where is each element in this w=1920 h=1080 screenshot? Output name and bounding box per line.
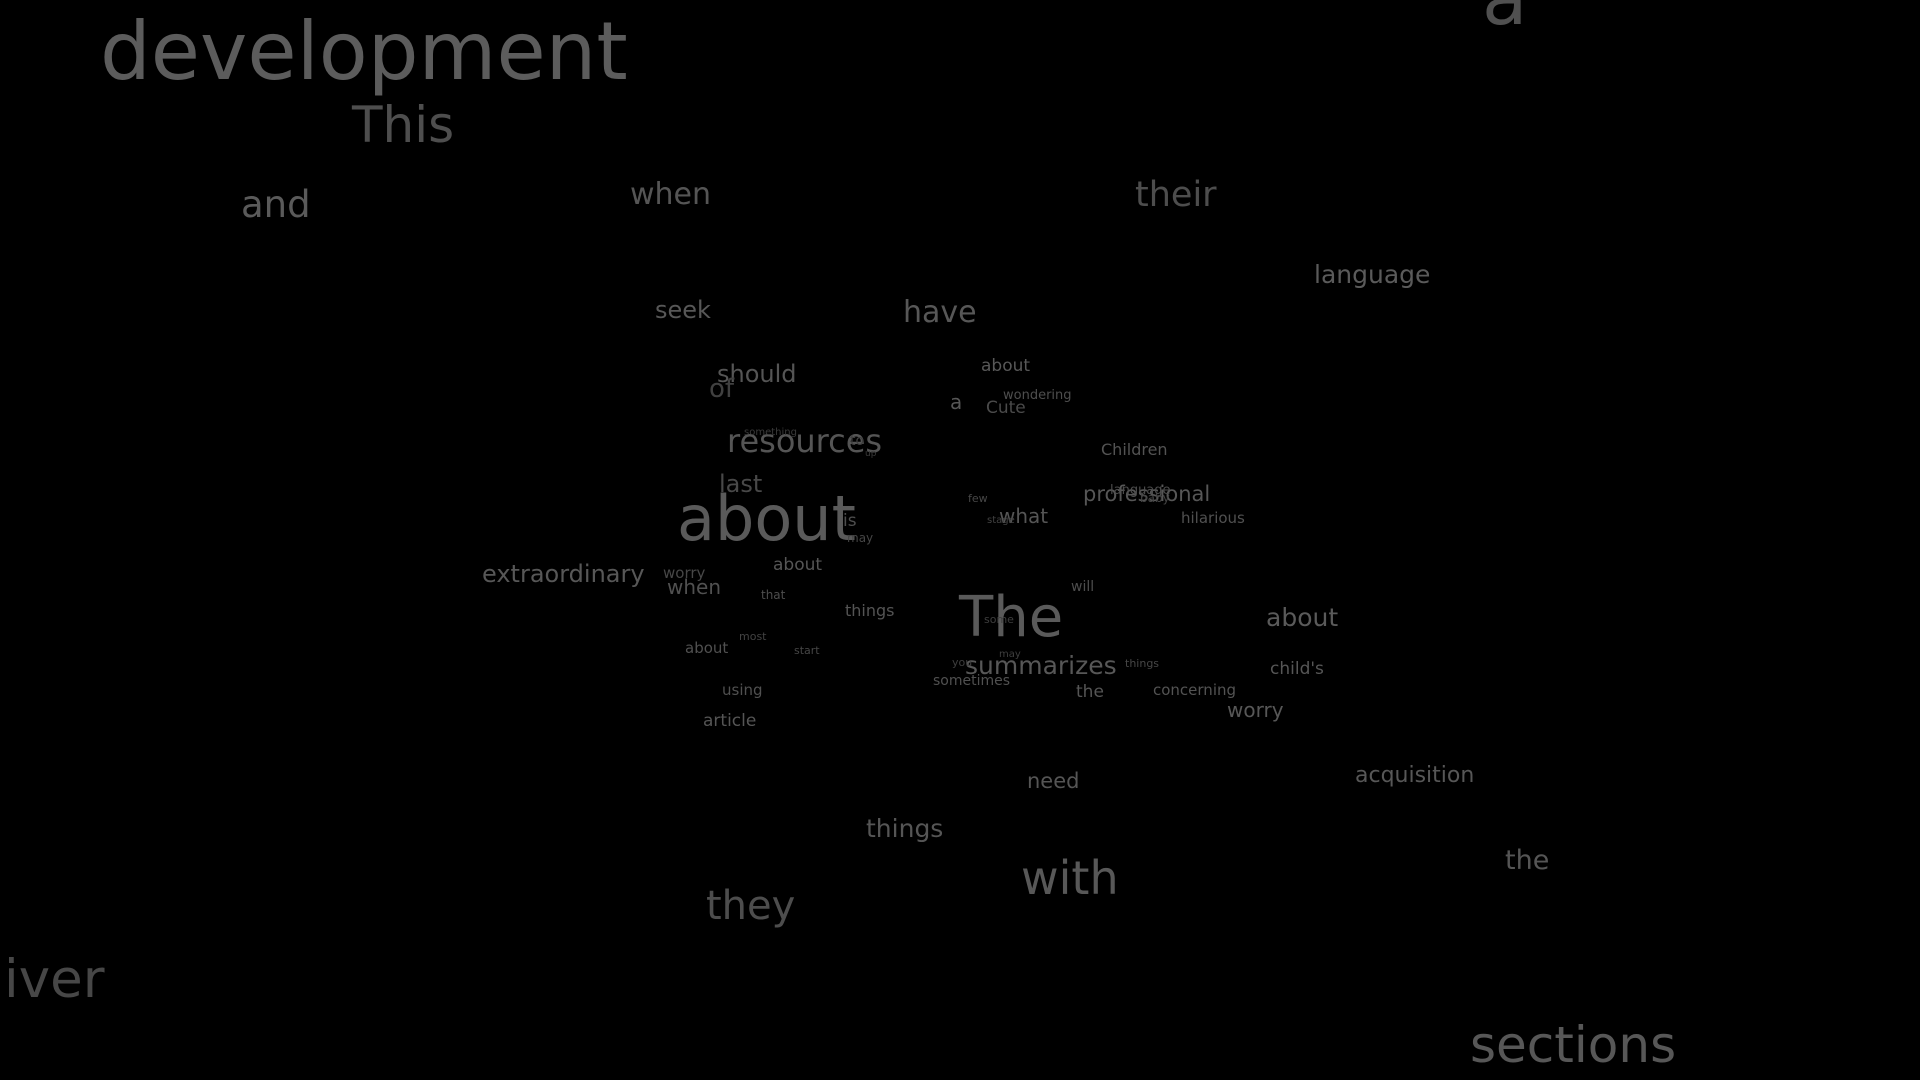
- word: hilarious: [1181, 509, 1245, 527]
- word: professional: [1083, 482, 1211, 506]
- word: should: [717, 360, 797, 388]
- word: worry: [1227, 698, 1284, 722]
- word: may: [847, 531, 874, 545]
- word: the: [1505, 845, 1550, 876]
- word: few: [968, 492, 988, 505]
- word: summarizes: [965, 651, 1117, 680]
- word: you: [952, 656, 973, 669]
- word: development: [100, 5, 628, 98]
- word: This: [352, 96, 455, 154]
- word: something: [744, 427, 797, 438]
- word: iver: [4, 949, 105, 1010]
- word: have: [903, 295, 977, 330]
- word: about: [677, 482, 856, 555]
- word: may: [999, 649, 1021, 660]
- word: The: [959, 585, 1064, 650]
- word: their: [1135, 175, 1217, 215]
- word: using: [722, 681, 763, 699]
- word: about: [685, 639, 729, 657]
- word: a: [1482, 0, 1527, 36]
- word: concerning: [1153, 681, 1237, 699]
- word: child's: [1270, 659, 1324, 679]
- word: is: [843, 511, 857, 531]
- word: extraordinary: [482, 560, 645, 588]
- word: some: [984, 613, 1014, 626]
- word: will: [1071, 579, 1095, 595]
- word: to: [850, 433, 865, 449]
- word: acquisition: [1355, 763, 1475, 788]
- word: and: [241, 183, 311, 226]
- word: things: [1125, 657, 1160, 670]
- word: need: [1027, 769, 1080, 793]
- word: start: [794, 644, 820, 657]
- word: about: [981, 356, 1031, 376]
- word: when: [630, 177, 712, 212]
- word: baby: [1140, 491, 1170, 505]
- word: article: [703, 711, 757, 731]
- word: with: [1021, 851, 1119, 905]
- word: last: [719, 470, 763, 498]
- word: worry: [663, 564, 706, 582]
- word: the: [1076, 682, 1104, 702]
- word: most: [739, 630, 767, 643]
- word: language: [1110, 483, 1171, 498]
- word: sometimes: [933, 673, 1011, 689]
- word: seek: [655, 296, 711, 324]
- word: stage: [987, 515, 1015, 526]
- word: what: [999, 504, 1049, 528]
- word: language: [1314, 260, 1431, 289]
- word: Children: [1101, 440, 1168, 459]
- word: Cute: [986, 398, 1026, 418]
- word: things: [845, 601, 895, 620]
- word: they: [706, 883, 796, 929]
- word: about: [1266, 603, 1339, 632]
- word: resources: [727, 422, 883, 460]
- word: sections: [1470, 1016, 1677, 1074]
- word: that: [761, 588, 786, 602]
- word: of: [709, 374, 735, 404]
- word: a: [950, 390, 963, 414]
- word: wondering: [1003, 388, 1072, 403]
- word: up: [865, 449, 877, 459]
- word: when: [667, 575, 722, 599]
- word: about: [773, 555, 823, 575]
- word: things: [866, 814, 944, 843]
